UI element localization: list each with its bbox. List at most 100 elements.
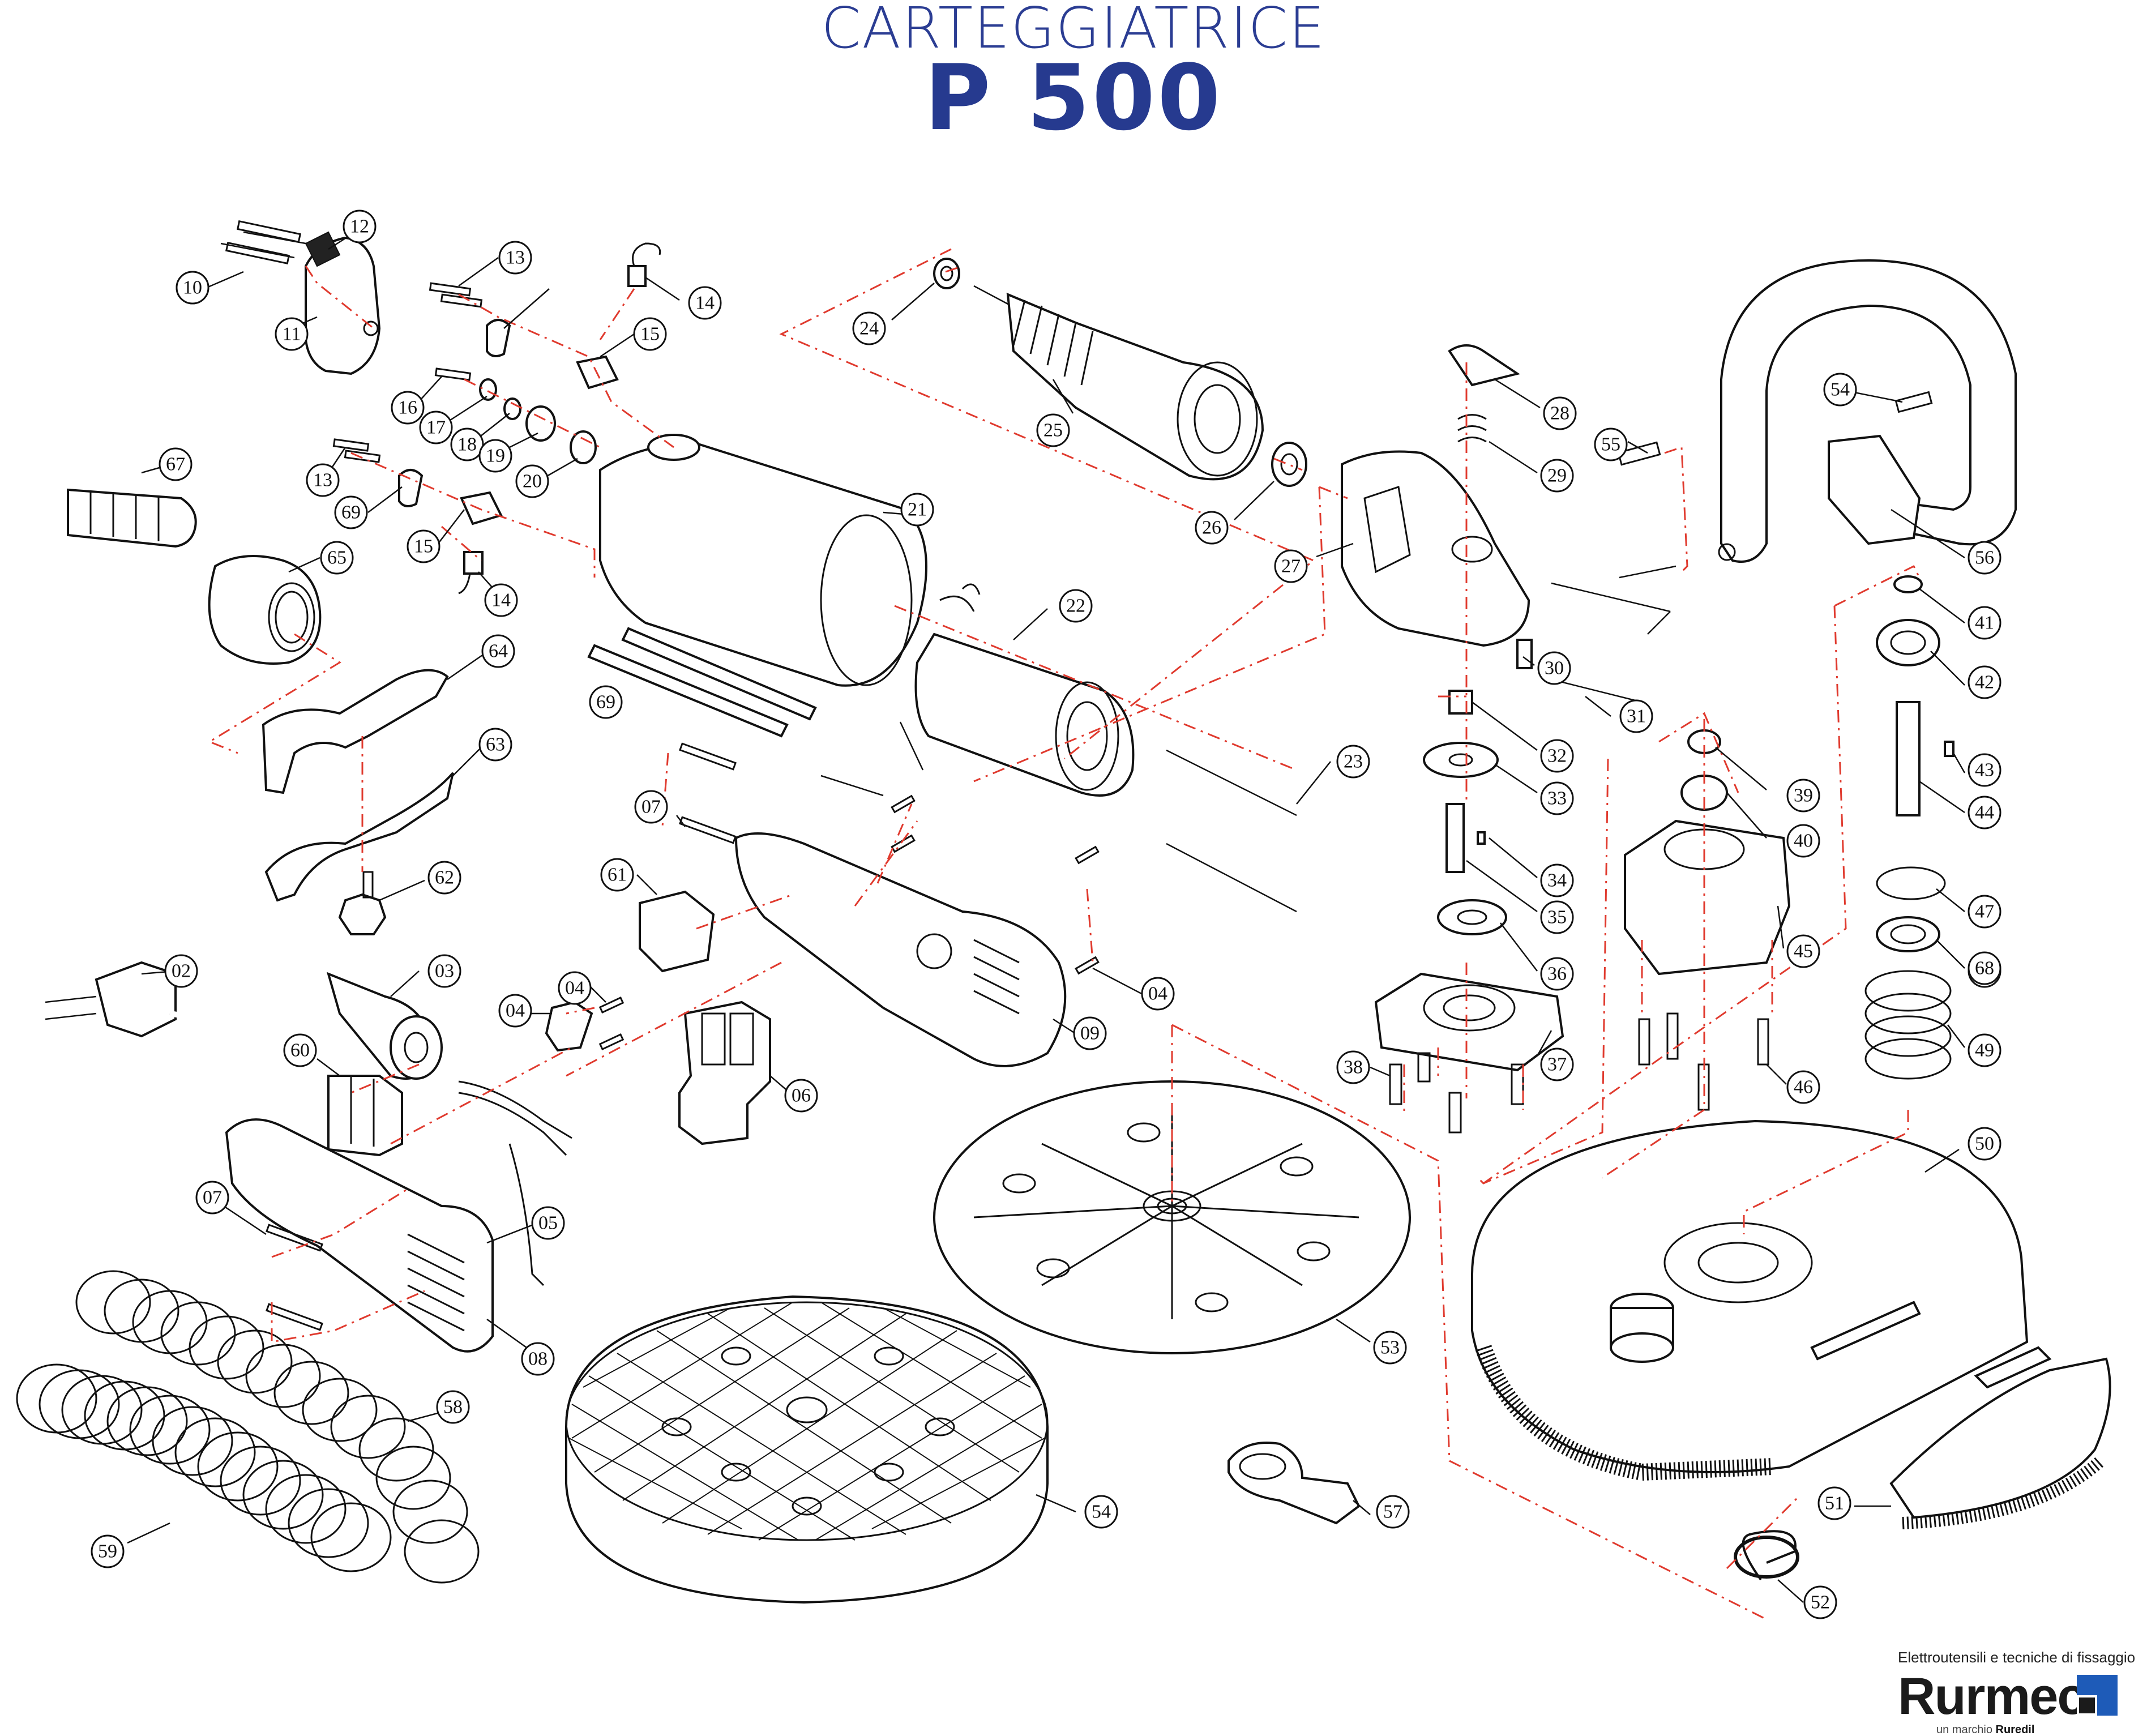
part-label-64: 64 — [481, 634, 515, 668]
part-label-circle — [1540, 781, 1574, 815]
part-label-46: 46 — [1786, 1070, 1820, 1104]
part-label-circle — [481, 634, 515, 668]
part-label-text: 34 — [1547, 870, 1567, 891]
part-label-07: 07 — [195, 1181, 229, 1215]
part-label-circle — [1336, 745, 1370, 779]
part-label-circle — [558, 971, 592, 1005]
part-label-circle — [427, 861, 461, 895]
part-label-circle — [1786, 1070, 1820, 1104]
part-label-56: 56 — [1968, 541, 2001, 575]
part-label-text: 60 — [290, 1040, 310, 1061]
part-label-circle — [688, 286, 722, 320]
part-label-circle — [1540, 459, 1574, 493]
part-label-circle — [1141, 977, 1175, 1011]
part-label-circle — [450, 427, 484, 461]
part-label-text: 41 — [1975, 613, 1994, 634]
part-label-circle — [633, 317, 667, 351]
part-label-text: 50 — [1975, 1134, 1994, 1155]
part-label-text: 40 — [1794, 831, 1813, 852]
part-label-37: 37 — [1540, 1047, 1574, 1081]
part-label-text: 04 — [565, 978, 584, 999]
part-label-26: 26 — [1195, 511, 1229, 545]
part-label-53: 53 — [1373, 1331, 1407, 1365]
part-label-03: 03 — [427, 954, 461, 988]
part-label-16: 16 — [391, 391, 425, 425]
part-label-24: 24 — [852, 311, 886, 345]
part-label-04: 04 — [1141, 977, 1175, 1011]
logo-subline: un marchio Ruredil — [1936, 1724, 2034, 1735]
part-label-text: 24 — [859, 318, 879, 339]
part-label-text: 54 — [1092, 1502, 1111, 1523]
part-label-text: 21 — [908, 499, 927, 520]
part-number-labels: 0102030404040506070708091011121313141415… — [91, 209, 2001, 1619]
logo-square-icon — [2077, 1675, 2118, 1716]
part-label-52: 52 — [1803, 1585, 1837, 1619]
part-label-text: 69 — [596, 692, 615, 713]
part-label-text: 28 — [1550, 403, 1569, 424]
part-label-circle — [427, 954, 461, 988]
part-label-text: 03 — [435, 961, 454, 982]
part-label-text: 57 — [1383, 1502, 1402, 1523]
part-label-circle — [1968, 951, 2001, 985]
part-label-30: 30 — [1537, 651, 1571, 685]
part-label-text: 67 — [166, 454, 185, 475]
part-label-text: 04 — [506, 1000, 525, 1021]
part-label-circle — [343, 209, 377, 243]
part-label-text: 09 — [1080, 1023, 1100, 1044]
part-label-13: 13 — [498, 241, 532, 275]
part-label-12: 12 — [343, 209, 377, 243]
part-label-63: 63 — [478, 728, 512, 762]
part-label-22: 22 — [1059, 589, 1093, 623]
part-label-11: 11 — [275, 317, 309, 351]
part-label-circle — [334, 495, 368, 529]
part-label-54: 54 — [1084, 1495, 1118, 1529]
part-label-41: 41 — [1968, 606, 2001, 640]
part-label-circle — [784, 1079, 818, 1113]
part-label-text: 53 — [1380, 1337, 1400, 1358]
part-label-circle — [1803, 1585, 1837, 1619]
part-label-text: 52 — [1811, 1592, 1830, 1613]
part-label-circle — [1817, 1486, 1851, 1520]
part-label-23: 23 — [1336, 745, 1370, 779]
part-label-04: 04 — [558, 971, 592, 1005]
part-label-text: 32 — [1547, 746, 1567, 767]
part-label-circle — [1619, 699, 1653, 733]
part-label-45: 45 — [1786, 934, 1820, 968]
part-label-circle — [521, 1342, 555, 1376]
part-label-55: 55 — [1594, 427, 1628, 461]
part-label-28: 28 — [1543, 396, 1577, 430]
part-label-67: 67 — [159, 447, 193, 481]
part-label-circle — [195, 1181, 229, 1215]
part-label-circle — [515, 464, 549, 498]
part-label-39: 39 — [1786, 779, 1820, 813]
part-label-circle — [1373, 1331, 1407, 1365]
part-label-text: 69 — [341, 502, 361, 523]
part-label-text: 30 — [1545, 658, 1564, 679]
part-label-circle — [1594, 427, 1628, 461]
diagram-subtitle: CARTEGGIATRICE — [821, 0, 1326, 61]
part-label-42: 42 — [1968, 665, 2001, 699]
part-label-circle — [1274, 549, 1308, 583]
part-label-circle — [852, 311, 886, 345]
logo-tagline: Elettroutensili e tecniche di fissaggio — [1898, 1649, 2136, 1666]
part-label-18: 18 — [450, 427, 484, 461]
part-label-text: 56 — [1975, 548, 1994, 568]
part-label-text: 35 — [1547, 907, 1567, 928]
part-label-58: 58 — [436, 1390, 470, 1424]
part-label-text: 10 — [183, 277, 202, 298]
part-label-25: 25 — [1036, 413, 1070, 447]
part-label-47: 47 — [1968, 895, 2001, 929]
part-label-text: 14 — [695, 293, 715, 314]
part-label-text: 16 — [398, 397, 417, 418]
part-label-40: 40 — [1786, 824, 1820, 858]
diagram-title: P 500 — [924, 45, 1223, 151]
part-label-60: 60 — [283, 1033, 317, 1067]
part-label-circle — [419, 411, 453, 444]
part-label-circle — [1073, 1016, 1107, 1050]
part-label-05: 05 — [531, 1206, 565, 1240]
part-label-circle — [478, 728, 512, 762]
part-label-circle — [159, 447, 193, 481]
part-label-circle — [498, 994, 532, 1028]
part-label-51: 51 — [1817, 1486, 1851, 1520]
part-label-text: 12 — [350, 216, 369, 237]
